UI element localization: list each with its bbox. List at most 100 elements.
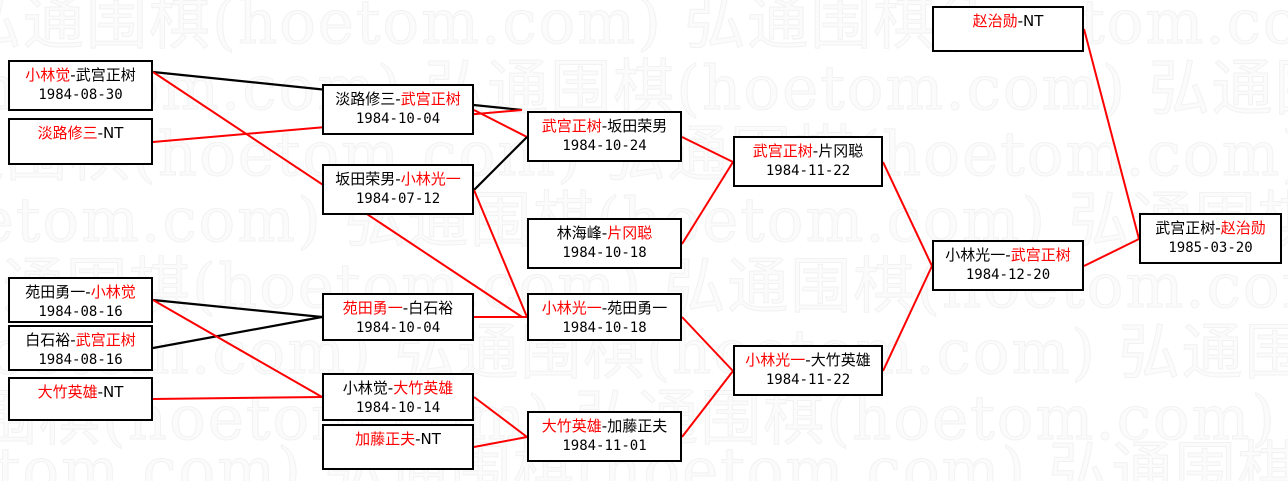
player-separator: - [601, 299, 608, 317]
match-players: 小林光一-大竹英雄 [735, 350, 881, 371]
player-left[interactable]: 武宫正树 [541, 117, 602, 135]
bracket-connector [473, 189, 528, 318]
match-box[interactable]: 赵治勋-NT [932, 6, 1084, 52]
bracket-connector [152, 396, 323, 400]
match-players: 小林光一-苑田勇一 [529, 298, 680, 319]
player-separator: - [97, 383, 104, 401]
player-left[interactable]: 小林光一 [945, 246, 1006, 264]
match-players: 大竹英雄-NT [10, 382, 151, 403]
match-date: 1984-10-18 [562, 245, 647, 261]
match-date: 1984-10-18 [562, 320, 647, 336]
bracket-connector [473, 436, 528, 448]
match-players: 苑田勇一-白石裕 [324, 298, 472, 319]
player-left[interactable]: 武宫正树 [752, 142, 813, 160]
player-left[interactable]: 淡路修三 [37, 124, 98, 142]
player-right[interactable]: 片冈聪 [607, 224, 653, 242]
player-separator: - [812, 142, 819, 160]
player-left[interactable]: 小林光一 [541, 299, 602, 317]
match-players: 淡路修三-武宫正树 [324, 89, 472, 110]
player-separator: - [601, 417, 608, 435]
player-right[interactable]: 武宫正树 [75, 331, 136, 349]
match-date: 1984-08-16 [38, 304, 123, 320]
match-date: 1984-10-14 [355, 400, 441, 416]
match-box[interactable]: 大竹英雄-NT [8, 377, 153, 421]
player-right[interactable]: NT [103, 124, 124, 142]
bracket-connector [152, 299, 323, 398]
player-left[interactable]: 淡路修三 [335, 90, 396, 108]
match-players: 白石裕-武宫正树 [10, 330, 151, 351]
player-right[interactable]: 坂田荣男 [607, 117, 668, 135]
bracket-connector [473, 109, 528, 138]
player-right[interactable]: 小林光一 [400, 170, 461, 188]
match-players: 武宫正树-赵治勋 [1141, 218, 1280, 239]
match-players: 武宫正树-片冈聪 [735, 141, 881, 162]
player-right[interactable]: 赵治勋 [1220, 219, 1266, 237]
player-left[interactable]: 大竹英雄 [37, 383, 98, 401]
player-left[interactable]: 林海峰 [556, 224, 602, 242]
player-left[interactable]: 赵治勋 [972, 12, 1018, 30]
player-right[interactable]: NT [420, 430, 441, 448]
player-right[interactable]: NT [1023, 12, 1044, 30]
player-left[interactable]: 加藤正夫 [355, 430, 416, 448]
player-left[interactable]: 苑田勇一 [25, 283, 86, 301]
bracket-connector [1083, 28, 1140, 240]
player-separator: - [601, 224, 608, 242]
match-players: 林海峰-片冈聪 [529, 223, 680, 244]
player-separator: - [387, 379, 394, 397]
bracket-connector [681, 161, 734, 245]
match-players: 小林觉-武宫正树 [10, 65, 151, 86]
bracket-connector [882, 161, 933, 267]
player-right[interactable]: 武宫正树 [1010, 246, 1071, 264]
player-separator: - [97, 124, 104, 142]
player-separator: - [415, 430, 421, 448]
player-separator: - [805, 351, 811, 369]
player-left[interactable]: 武宫正树 [1155, 219, 1216, 237]
player-left[interactable]: 坂田荣男 [335, 170, 396, 188]
match-date: 1984-12-20 [965, 267, 1051, 283]
match-date: 1984-07-12 [355, 191, 441, 207]
player-right[interactable]: 白石裕 [408, 299, 454, 317]
match-players: 小林觉-大竹英雄 [324, 378, 472, 399]
player-right[interactable]: 大竹英雄 [810, 351, 871, 369]
player-right[interactable]: NT [103, 383, 124, 401]
player-left[interactable]: 大竹英雄 [541, 417, 602, 435]
match-date: 1984-08-30 [38, 87, 123, 103]
match-players: 大竹英雄-加藤正夫 [529, 416, 680, 437]
player-right[interactable]: 武宫正树 [75, 66, 136, 84]
player-left[interactable]: 苑田勇一 [342, 299, 403, 317]
player-separator: - [601, 117, 608, 135]
player-right[interactable]: 大竹英雄 [393, 379, 454, 397]
bracket-connector [473, 136, 528, 191]
player-left[interactable]: 白石裕 [25, 331, 71, 349]
player-right[interactable]: 加藤正夫 [607, 417, 668, 435]
match-date: 1984-11-22 [765, 163, 851, 179]
player-left[interactable]: 小林光一 [745, 351, 806, 369]
player-right[interactable]: 小林觉 [90, 283, 136, 301]
bracket-connector [681, 370, 734, 438]
player-left[interactable]: 小林觉 [25, 66, 71, 84]
match-box[interactable]: 淡路修三-NT [8, 118, 153, 165]
watermark-text: 弘通围棋(hoetom.com) 弘通围棋(hoetom.com) 弘通围棋(h… [0, 0, 1288, 58]
match-date: 1984-08-16 [38, 352, 123, 368]
player-right[interactable]: 苑田勇一 [607, 299, 668, 317]
player-left[interactable]: 小林觉 [342, 379, 388, 397]
match-box[interactable]: 加藤正夫-NT [322, 424, 474, 470]
player-right[interactable]: 武宫正树 [400, 90, 461, 108]
match-date: 1984-10-04 [355, 111, 441, 127]
player-right[interactable]: 片冈聪 [818, 142, 864, 160]
